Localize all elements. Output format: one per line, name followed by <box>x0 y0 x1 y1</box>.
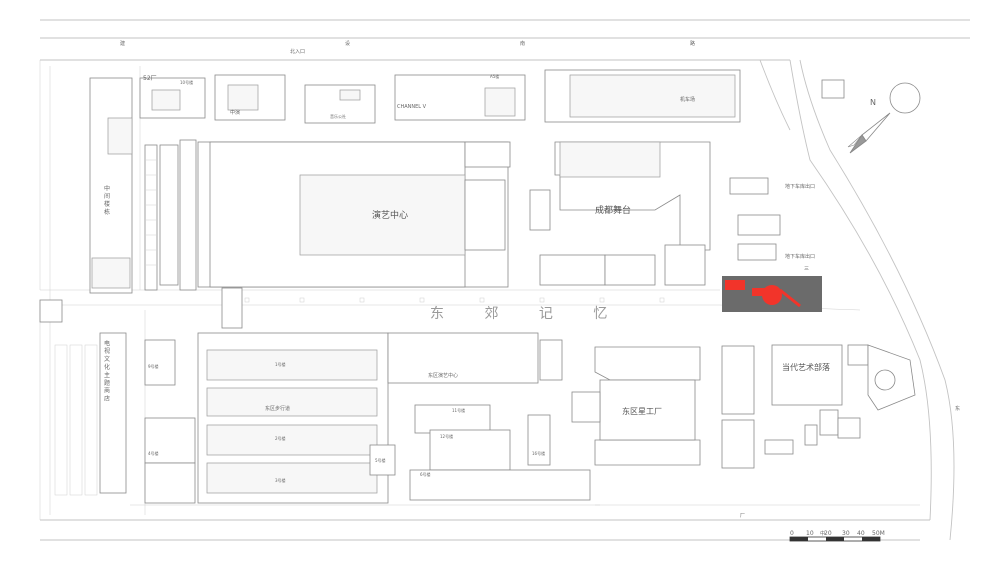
label-small-o: 11号楼 <box>452 407 465 413</box>
label-road-s1: 厂 <box>740 513 745 519</box>
scale-tick-2: 20 <box>824 530 832 537</box>
east-star-factory <box>571 346 701 466</box>
label-small-l: 4号楼 <box>148 450 159 456</box>
label-small-a: 52厂 <box>143 75 157 82</box>
roundabout <box>889 82 921 114</box>
labels: 演艺中心 成都舞台 东 郊 记 忆 当代艺术部落 东区星工厂 北入口 地下车库出… <box>120 40 960 537</box>
label-road-n4: 路 <box>690 40 695 47</box>
parking-strips <box>54 344 98 496</box>
label-road-e2: 三 <box>804 266 809 272</box>
southwest-buildings <box>99 332 591 504</box>
label-road-s2: 中 <box>820 530 825 537</box>
label-small-g: 机车场 <box>680 96 695 103</box>
label-east-district-hall: 东区演艺中心 <box>428 372 458 379</box>
label-underground-entry: 地下车库出口 <box>785 253 815 260</box>
vertical-labels: 中 间 楼 栋 电 视 文 化 主 题 商 店 <box>103 184 110 402</box>
label-north-entrance: 北入口 <box>290 48 305 55</box>
label-small-f: A5楼 <box>490 73 499 79</box>
label-performing-center: 演艺中心 <box>372 209 408 221</box>
label-small-c: 中演 <box>230 109 240 116</box>
scale-tick-4: 40 <box>857 530 865 537</box>
scale-bar <box>789 536 881 542</box>
north-buildings <box>89 69 845 294</box>
label-east-district-walk: 东区步行道 <box>265 405 290 412</box>
scale-tick-3: 30 <box>842 530 850 537</box>
performing-center-complex <box>197 141 551 288</box>
label-small-n: 6号楼 <box>420 471 431 477</box>
chengdu-stage-complex <box>539 141 711 286</box>
scale-tick-0: 0 <box>790 530 794 537</box>
label-small-h: 9号楼 <box>148 363 159 369</box>
label-road-n1: 建 <box>120 40 125 47</box>
label-west-vertical: 电 视 文 化 主 题 商 店 <box>103 339 110 402</box>
label-underground-exit: 地下车库出口 <box>785 183 815 190</box>
scale-tick-labels: 0 10 20 30 40 50M <box>790 530 885 537</box>
label-east-star-factory: 东区星工厂 <box>622 406 662 416</box>
underground-garage <box>722 276 822 312</box>
label-small-e: 音乐公社 <box>330 113 346 119</box>
east-buildings <box>721 177 916 469</box>
label-small-j: 2号楼 <box>275 435 286 441</box>
label-road-n3: 南 <box>520 40 525 47</box>
promenade-markers <box>39 287 665 329</box>
west-strip <box>144 139 197 291</box>
label-small-m: 5号楼 <box>375 457 386 463</box>
label-chengdu-stage: 成都舞台 <box>595 204 631 216</box>
label-road-n2: 设 <box>345 40 350 47</box>
label-road-e1: 东 <box>955 405 960 412</box>
label-contemporary-art: 当代艺术部落 <box>782 362 830 372</box>
label-center-vertical: 中 间 楼 栋 <box>103 184 110 216</box>
label-small-d: CHANNEL V <box>397 104 427 110</box>
scale-tick-1: 10 <box>806 530 814 537</box>
north-arrow-label: N <box>870 98 876 107</box>
label-small-k: 3号楼 <box>275 477 286 483</box>
north-arrow: N <box>847 98 891 154</box>
label-small-i: 1号楼 <box>275 361 286 367</box>
scale-tick-5: 50M <box>872 530 885 537</box>
label-memory: 东 郊 记 忆 <box>430 305 625 322</box>
label-small-p: 12号楼 <box>440 433 453 439</box>
label-small-q: 16号楼 <box>532 450 545 456</box>
label-small-b: 10号楼 <box>180 79 193 85</box>
